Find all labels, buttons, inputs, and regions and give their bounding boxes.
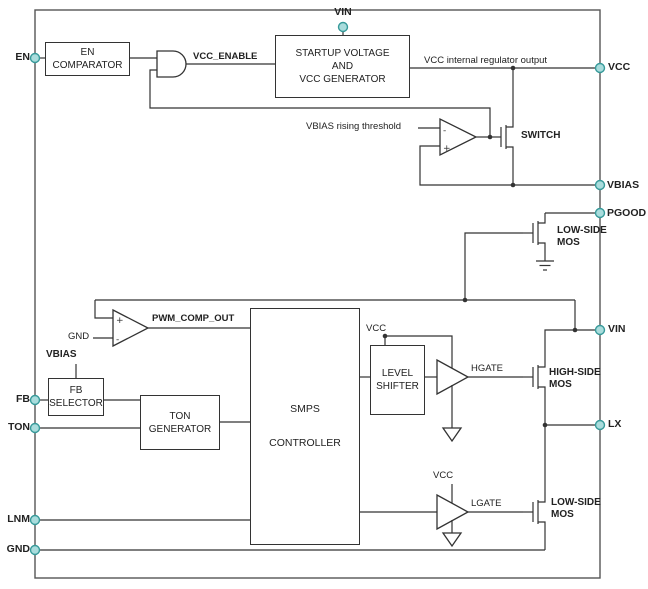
pin-vbias <box>594 179 606 191</box>
pin-vcc <box>594 62 606 74</box>
pin-label-fb: FB <box>16 393 30 405</box>
ground-icon <box>536 253 554 271</box>
pin-label-en: EN <box>15 51 30 63</box>
block-en-comparator: EN COMPARATOR <box>45 42 130 76</box>
label-switch: SWITCH <box>521 130 561 141</box>
pin-lnm <box>29 514 41 526</box>
vbias-comparator-icon: - + <box>439 117 478 157</box>
label-vcc-lgate: VCC <box>433 470 454 481</box>
ground-icon <box>441 520 463 548</box>
label-lgate: LGATE <box>471 498 502 509</box>
pin-label-vbias: VBIAS <box>607 179 640 191</box>
pin-label-vin-top: VIN <box>334 6 352 18</box>
block-level-shifter: LEVEL SHIFTER <box>370 345 425 415</box>
label-hgate: HGATE <box>471 363 504 374</box>
junction-dot <box>462 297 468 303</box>
label-low-side-mos: LOW-SIDE MOS <box>551 497 601 520</box>
block-ton-generator: TON GENERATOR <box>140 395 220 450</box>
pin-lx <box>594 419 606 431</box>
label-vbias-rising-threshold: VBIAS rising threshold <box>306 121 402 132</box>
chip-boundary <box>34 9 601 579</box>
junction-dot <box>510 65 516 71</box>
pgood-mosfet-icon <box>522 212 546 254</box>
high-side-mosfet-icon <box>522 356 546 398</box>
pin-label-pgood: PGOOD <box>607 207 647 219</box>
pin-fb <box>29 394 41 406</box>
pin-vin <box>594 324 606 336</box>
pin-vin-top <box>337 21 349 33</box>
and-gate-icon <box>156 50 187 78</box>
pin-pgood <box>594 207 606 219</box>
pin-label-vin: VIN <box>608 323 626 335</box>
pin-label-ton: TON <box>8 421 30 433</box>
pin-label-vcc: VCC <box>608 61 631 73</box>
junction-dot <box>510 182 516 188</box>
minus-sign: - <box>443 126 446 136</box>
plus-sign: + <box>443 144 451 154</box>
label-gnd-comparator-input: GND <box>68 331 90 342</box>
pin-gnd <box>29 544 41 556</box>
plus-sign: + <box>116 316 124 326</box>
wires <box>40 32 595 551</box>
label-high-side-mos: HIGH-SIDE MOS <box>549 367 601 390</box>
junction-dot <box>572 327 578 333</box>
pwm-comparator-icon: + - <box>112 308 150 348</box>
switch-mosfet-icon <box>490 116 514 158</box>
junction-dot <box>382 333 388 339</box>
pin-label-lx: LX <box>608 418 622 430</box>
label-pgood-low-side-mos: LOW-SIDE MOS <box>557 225 607 248</box>
block-fb-selector: FB SELECTOR <box>48 378 104 416</box>
low-side-mosfet-icon <box>522 491 546 533</box>
minus-sign: - <box>116 335 119 345</box>
label-vcc-level-shifter: VCC <box>366 323 387 334</box>
pin-ton <box>29 422 41 434</box>
pin-label-lnm: LNM <box>7 513 30 525</box>
label-vbias-fb-selector: VBIAS <box>46 349 77 360</box>
pin-label-gnd: GND <box>6 543 30 555</box>
block-smps-controller: SMPS CONTROLLER <box>250 308 360 545</box>
label-pwm-comp-out: PWM_COMP_OUT <box>152 313 235 324</box>
label-vcc-enable: VCC_ENABLE <box>193 51 258 62</box>
pin-en <box>29 52 41 64</box>
junction-dot <box>542 422 548 428</box>
block-startup-vcc-generator: STARTUP VOLTAGE AND VCC GENERATOR <box>275 35 410 98</box>
label-vcc-internal-regulator-output: VCC internal regulator output <box>424 55 548 66</box>
ground-icon <box>441 385 463 443</box>
junction-dot <box>487 134 493 140</box>
